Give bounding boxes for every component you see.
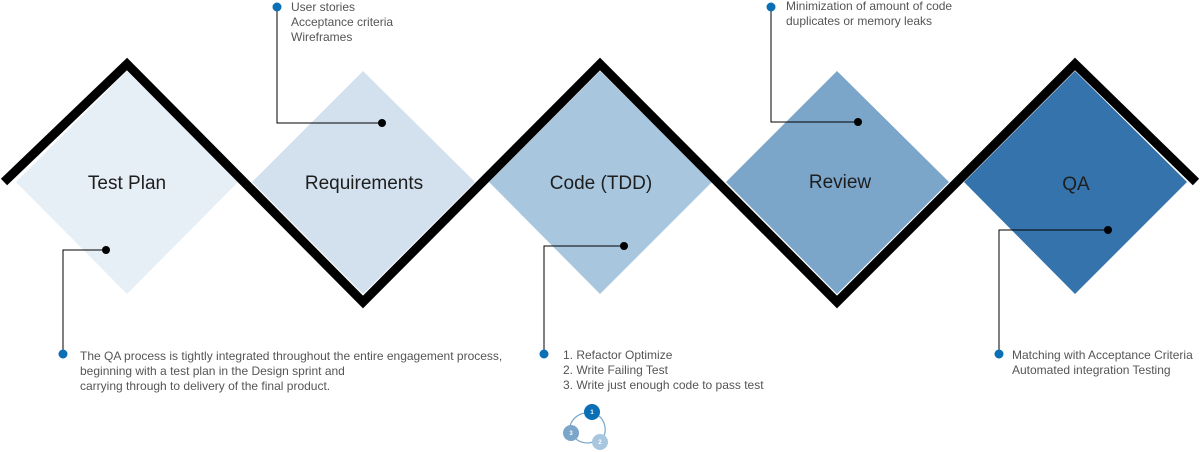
callout-line-qa	[998, 229, 1108, 354]
note-line: 3. Write just enough code to pass test	[563, 378, 764, 392]
callout-line-requirements	[276, 7, 382, 124]
note-requirements: User stories Acceptance criteria Wirefra…	[291, 0, 393, 44]
stage-diamond-test-plan	[16, 71, 238, 294]
callout-anchor-requirements	[378, 119, 386, 127]
note-line: Wireframes	[291, 30, 352, 44]
note-line: Automated integration Testing	[1012, 363, 1171, 377]
stage-title-qa: QA	[1062, 174, 1090, 195]
callout-anchor-code	[620, 242, 628, 250]
cycle-step-3-label: 3	[569, 431, 573, 437]
bullet-dot-code	[539, 349, 549, 359]
callout-anchor-qa	[1104, 226, 1112, 234]
note-line: Acceptance criteria	[291, 15, 393, 29]
cycle-arrow	[598, 415, 606, 437]
zigzag-line	[0, 57, 1200, 309]
cycle-step-2	[592, 434, 608, 450]
cycle-step-1-label: 1	[590, 410, 594, 416]
cycle-arrow	[575, 438, 594, 444]
note-review: Minimization of amount of code duplicate…	[786, 0, 952, 28]
note-line: Matching with Acceptance Criteria	[1012, 348, 1193, 362]
stage-title-test-plan: Test Plan	[88, 173, 166, 194]
bullet-dot-requirements	[272, 2, 282, 12]
note-line: The QA process is tightly integrated thr…	[80, 349, 502, 363]
bullet-dot-review	[766, 2, 776, 12]
stage-title-review: Review	[809, 172, 872, 193]
callout-anchor-test-plan	[102, 246, 110, 254]
bullet-dot-qa	[994, 349, 1004, 359]
cycle-step-3	[563, 425, 579, 441]
stage-title-code: Code (TDD)	[550, 173, 652, 194]
stage-diamond-qa	[964, 71, 1187, 294]
callout-anchor-review	[854, 118, 862, 126]
note-line: 2. Write Failing Test	[563, 363, 669, 377]
stage-diamond-requirements	[252, 71, 475, 294]
stage-title-requirements: Requirements	[305, 173, 423, 194]
cycle-arrow	[569, 412, 586, 427]
tdd-cycle-icon: 1 2 3	[563, 404, 608, 450]
note-line: 1. Refactor Optimize	[563, 348, 673, 362]
note-line: duplicates or memory leaks	[786, 14, 932, 28]
note-line: User stories	[291, 0, 355, 14]
note-test-plan: The QA process is tightly integrated thr…	[80, 349, 502, 393]
callout-line-review	[770, 7, 858, 123]
note-line: carrying through to delivery of the fina…	[80, 379, 330, 393]
stage-diamond-review	[726, 71, 949, 294]
note-line: Minimization of amount of code	[786, 0, 952, 13]
note-qa: Matching with Acceptance Criteria Automa…	[1012, 348, 1193, 377]
bullet-dot-test-plan	[58, 349, 68, 359]
callout-line-code	[543, 245, 624, 354]
cycle-step-1	[584, 404, 600, 420]
callout-line-test-plan	[62, 249, 106, 354]
cycle-step-2-label: 2	[598, 440, 602, 446]
note-code: 1. Refactor Optimize 2. Write Failing Te…	[563, 348, 764, 392]
note-line: beginning with a test plan in the Design…	[80, 364, 345, 378]
